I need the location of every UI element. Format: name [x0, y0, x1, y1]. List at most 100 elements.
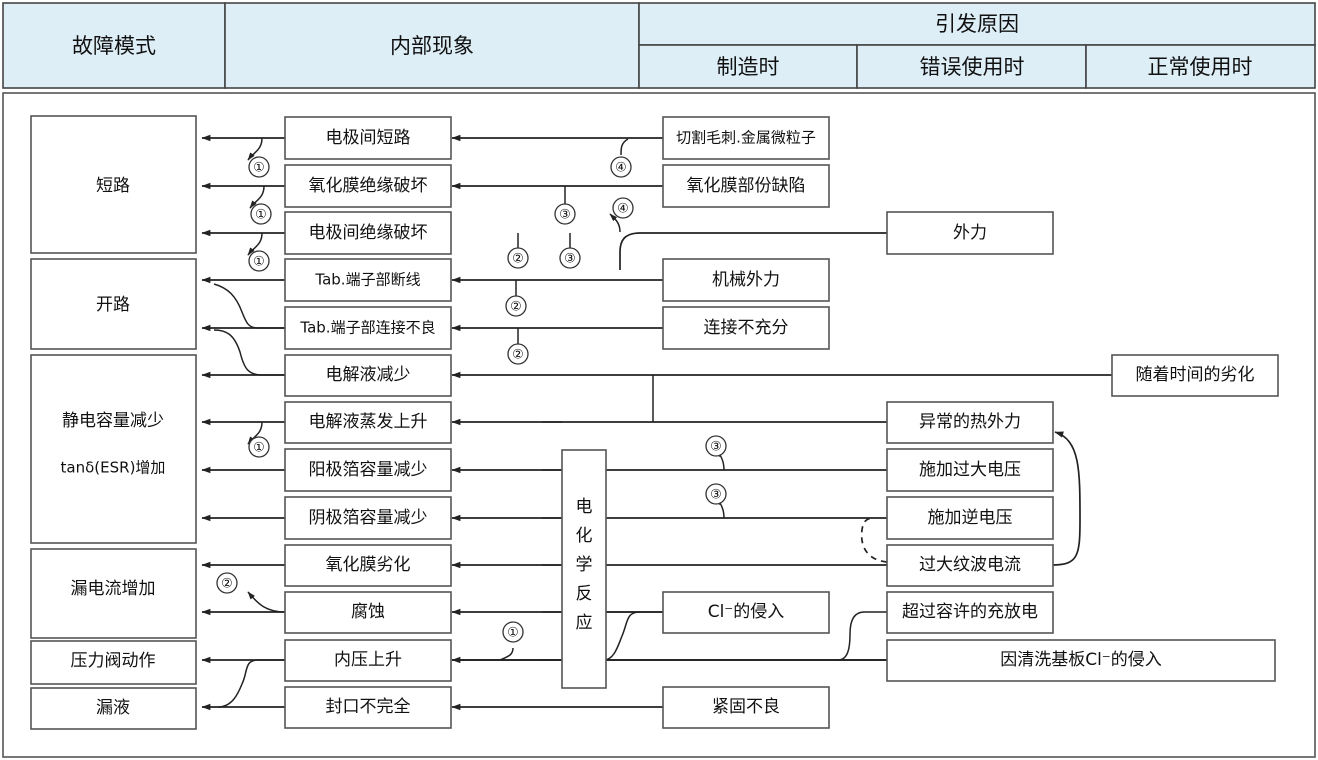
marker-circle-5 — [505, 295, 527, 317]
marker-circle-7 — [554, 203, 576, 225]
internal-label-0: 电极间短路 — [326, 128, 411, 148]
internal-box-tab-poor-connection[interactable] — [284, 306, 452, 350]
internal-box-corrosion[interactable] — [284, 591, 452, 634]
internal-label-5: 电解液减少 — [326, 365, 411, 385]
header-label-cause: 引发原因 — [935, 12, 1019, 36]
internal-box-electrode-insulation-breakdown[interactable] — [284, 211, 452, 255]
fault-mode-label-capacitance: 静电容量减少 — [62, 411, 164, 431]
diagram-frame — [2, 92, 1316, 758]
marker-text-1: ① — [253, 161, 265, 176]
fault-mode-box-leakage-current[interactable] — [30, 548, 197, 639]
header-cell-cause — [638, 2, 1316, 46]
fault-mode-box-capacitance[interactable] — [30, 354, 197, 544]
cause-box-overvoltage[interactable] — [886, 448, 1054, 492]
header-cell-internal — [224, 2, 640, 89]
internal-label-10: 腐蚀 — [351, 602, 385, 622]
internal-box-incomplete-sealing[interactable] — [284, 686, 452, 729]
cause-mfg-label-3: 连接不充分 — [704, 318, 789, 338]
internal-box-anode-foil-capacity[interactable] — [284, 448, 452, 492]
cause-mfg-label-5: 紧固不良 — [712, 697, 780, 717]
internal-box-internal-pressure-rise[interactable] — [284, 639, 452, 682]
electrochemical-reaction-group: 电 化 学 反 应 — [561, 449, 607, 689]
marker-text-7: ③ — [559, 208, 571, 223]
cause-manufacturing-column: 切割毛刺.金属微粒子 氧化膜部份缺陷 机械外力 连接不充分 Cl⁻的侵入 紧固不… — [662, 116, 830, 729]
cause-box-excessive-ripple-current[interactable] — [886, 544, 1054, 587]
cause-mfg-label-4: Cl⁻的侵入 — [708, 602, 785, 622]
internal-box-tab-wire-break[interactable] — [284, 258, 452, 302]
cause-box-reverse-voltage[interactable] — [886, 496, 1054, 540]
cause-normal-column: 随着时间的劣化 — [1111, 354, 1279, 397]
table-header: 故障模式 内部现象 引发原因 制造时 错误使用时 正常使用时 — [2, 2, 1316, 89]
fault-mode-box-short[interactable] — [30, 115, 197, 254]
header-label-misuse: 错误使用时 — [920, 55, 1025, 79]
marker-circle-11 — [248, 436, 270, 458]
internal-box-electrolyte-decrease[interactable] — [284, 354, 452, 397]
cause-box-aging-over-time[interactable] — [1111, 354, 1279, 397]
internal-label-7: 阳极箔容量减少 — [309, 460, 428, 480]
internal-box-cathode-foil-capacity[interactable] — [284, 496, 452, 540]
cause-misuse-label-3: 施加逆电压 — [928, 508, 1013, 528]
internal-label-2: 电极间绝缘破坏 — [309, 223, 428, 243]
marker-circle-9 — [610, 156, 632, 178]
marker-text-12: ② — [221, 577, 233, 592]
header-label-normal: 正常使用时 — [1148, 55, 1253, 79]
circled-number-markers: ① ① ① ② ② ② ③ ③ ④ ④ ① ② ③ ③ ① — [216, 156, 727, 643]
internal-box-electrode-short[interactable] — [284, 116, 452, 160]
cause-box-board-cleaning-chloride[interactable] — [886, 639, 1276, 682]
header-cell-misuse — [856, 44, 1087, 89]
cause-box-poor-fastening[interactable] — [662, 686, 830, 729]
cause-misuse-label-5: 超过容许的充放电 — [902, 602, 1038, 622]
internal-label-12: 封口不完全 — [326, 697, 411, 717]
marker-text-11: ① — [253, 441, 265, 456]
fault-mode-box-leak[interactable] — [30, 687, 197, 730]
cause-box-external-force[interactable] — [886, 211, 1054, 255]
marker-circle-13 — [705, 435, 727, 457]
internal-phenomena-column: 电极间短路 氧化膜绝缘破坏 电极间绝缘破坏 Tab.端子部断线 Tab.端子部连… — [284, 116, 452, 729]
electrochemical-char-3: 反 — [576, 584, 593, 604]
fault-mode-box-pressure-valve[interactable] — [30, 640, 197, 685]
header-label-fault-mode: 故障模式 — [72, 34, 156, 58]
marker-text-6: ② — [512, 348, 524, 363]
electrochemical-char-4: 应 — [576, 613, 593, 633]
marker-text-8: ③ — [564, 252, 576, 267]
internal-box-electrolyte-evaporation[interactable] — [284, 401, 452, 444]
marker-text-5: ② — [510, 300, 522, 315]
fault-mode-column: 短路 开路 静电容量减少 tanδ(ESR)增加 漏电流增加 压力阀动作 漏液 — [30, 115, 197, 730]
marker-text-13: ③ — [710, 440, 722, 455]
marker-text-9: ④ — [615, 161, 627, 176]
internal-box-oxide-degradation[interactable] — [284, 544, 452, 587]
cause-normal-label-0: 随着时间的劣化 — [1136, 365, 1255, 385]
cause-mfg-label-2: 机械外力 — [712, 270, 780, 290]
marker-circle-2 — [250, 203, 272, 225]
cause-box-over-charge-discharge[interactable] — [886, 591, 1054, 634]
electrochemical-reaction-box[interactable] — [561, 449, 607, 689]
fault-mode-box-open[interactable] — [30, 258, 197, 350]
marker-text-4: ② — [512, 252, 524, 267]
internal-box-oxide-insulation-breakdown[interactable] — [284, 164, 452, 208]
marker-circle-3 — [248, 250, 270, 272]
cause-box-chloride-intrusion[interactable] — [662, 591, 830, 634]
marker-text-2: ① — [255, 208, 267, 223]
electrochemical-char-2: 学 — [576, 555, 593, 575]
marker-circle-15 — [502, 621, 524, 643]
cause-box-oxide-partial-defect[interactable] — [662, 164, 830, 208]
cause-mfg-label-1: 氧化膜部份缺陷 — [687, 176, 806, 196]
marker-circle-10 — [612, 197, 634, 219]
marker-text-10: ④ — [617, 202, 629, 217]
header-label-internal: 内部现象 — [390, 34, 474, 58]
cause-mfg-label-0: 切割毛刺.金属微粒子 — [676, 129, 816, 147]
cause-box-burr-particles[interactable] — [662, 116, 830, 160]
cause-box-insufficient-connection[interactable] — [662, 306, 830, 350]
header-cell-normal — [1085, 44, 1316, 89]
electrochemical-char-0: 电 — [576, 497, 593, 517]
internal-label-1: 氧化膜绝缘破坏 — [309, 176, 428, 196]
cause-box-abnormal-thermal-force[interactable] — [886, 401, 1054, 444]
cause-misuse-label-2: 施加过大电压 — [919, 460, 1021, 480]
internal-label-8: 阴极箔容量减少 — [309, 508, 428, 528]
internal-label-4: Tab.端子部连接不良 — [299, 319, 435, 337]
electrochemical-char-1: 化 — [576, 526, 593, 546]
cause-box-mechanical-force[interactable] — [662, 258, 830, 302]
marker-circle-6 — [507, 343, 529, 365]
fault-mode-label-open: 开路 — [96, 295, 130, 315]
cause-misuse-column: 外力 异常的热外力 施加过大电压 施加逆电压 过大纹波电流 超过容许的充放电 因… — [886, 211, 1276, 682]
